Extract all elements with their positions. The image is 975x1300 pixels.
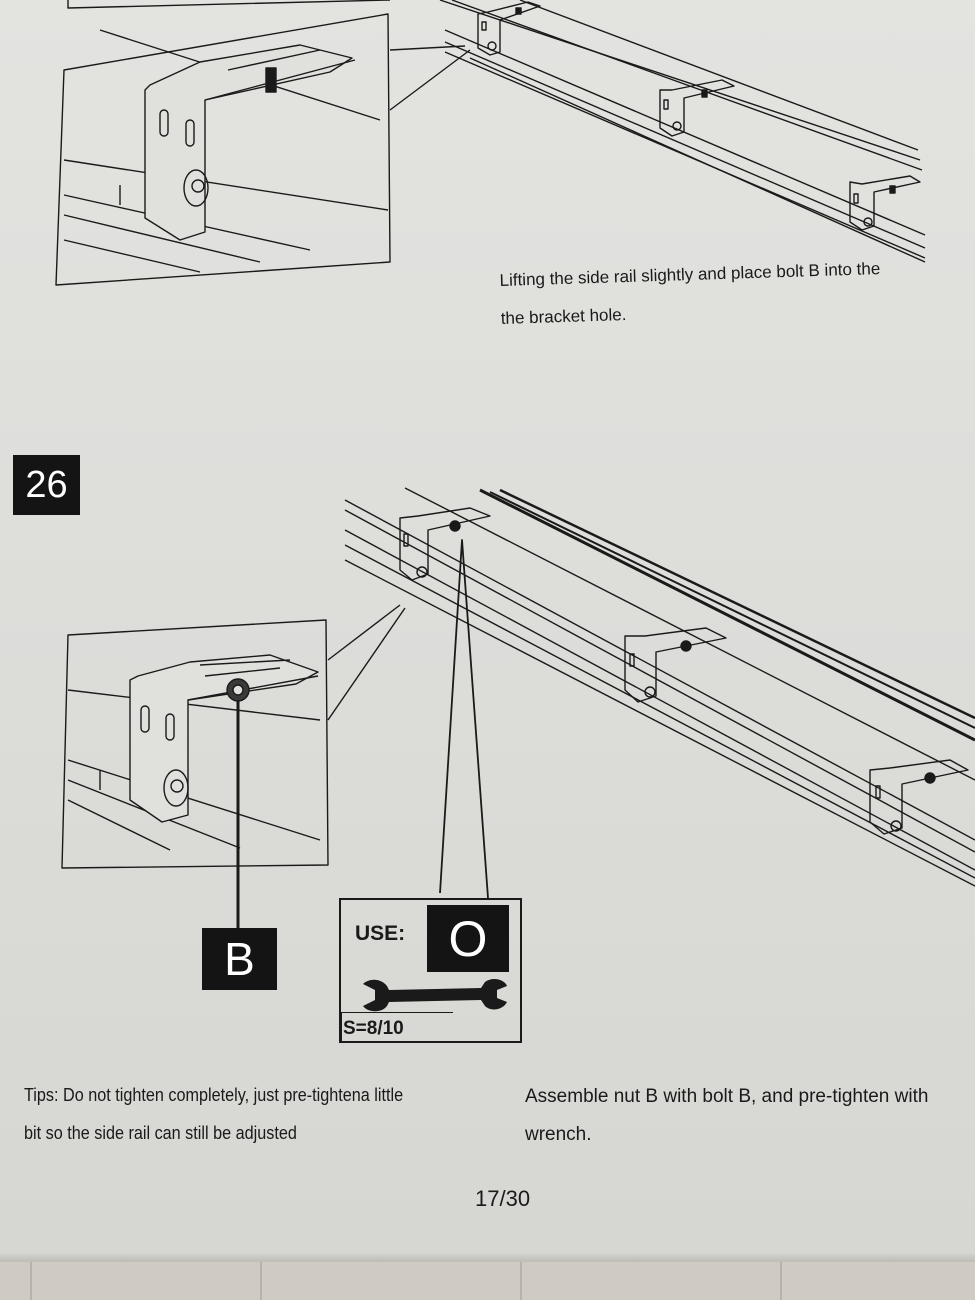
tool-callout-box: USE: O S=8/10 xyxy=(339,898,522,1043)
tips-line-2: bit so the side rail can still be adjust… xyxy=(24,1123,297,1143)
step-26-rail-drawing xyxy=(327,487,975,899)
floor-background xyxy=(0,1262,975,1300)
rail-bracket xyxy=(399,507,491,581)
rail-bracket xyxy=(869,759,969,835)
step-25-rail-drawing xyxy=(389,0,926,263)
assembly-illustrations xyxy=(55,0,975,930)
page-edge xyxy=(0,1254,975,1262)
floor-tile-gap xyxy=(30,1262,32,1300)
tool-size-divider-vertical xyxy=(341,1012,342,1042)
rail-bracket xyxy=(624,627,727,703)
wrench-icon xyxy=(363,979,507,1012)
floor-tile-gap xyxy=(260,1262,262,1300)
wrench-size-label: S=8/10 xyxy=(343,1018,404,1039)
floor-tile-gap xyxy=(780,1262,782,1300)
step-26-zoom-detail xyxy=(61,619,329,869)
manual-page: Lifting the side rail slightly and place… xyxy=(0,0,975,1262)
tool-use-label: USE: xyxy=(355,922,406,945)
instruction-line-2: wrench. xyxy=(525,1124,592,1145)
rail-bracket xyxy=(477,1,541,56)
step-25-caption: Lifting the side rail slightly and place… xyxy=(499,250,882,338)
bolt-b-label: B xyxy=(202,928,277,990)
tool-size-divider xyxy=(341,1012,453,1013)
tips-text: Tips: Do not tighten completely, just pr… xyxy=(24,1076,403,1152)
step-25-zoom-detail xyxy=(55,0,391,286)
rail-bracket xyxy=(659,79,735,137)
instruction-line-1: Assemble nut B with bolt B, and pre-tigh… xyxy=(525,1086,929,1107)
step-26-instruction: Assemble nut B with bolt B, and pre-tigh… xyxy=(525,1078,928,1154)
floor-tile-gap xyxy=(520,1262,522,1300)
nut-o-label: O xyxy=(427,905,509,972)
rail-bracket xyxy=(849,175,921,231)
step-number-badge: 26 xyxy=(13,455,80,515)
tips-line-1: Tips: Do not tighten completely, just pr… xyxy=(24,1085,404,1105)
page-number: 17/30 xyxy=(475,1186,531,1211)
